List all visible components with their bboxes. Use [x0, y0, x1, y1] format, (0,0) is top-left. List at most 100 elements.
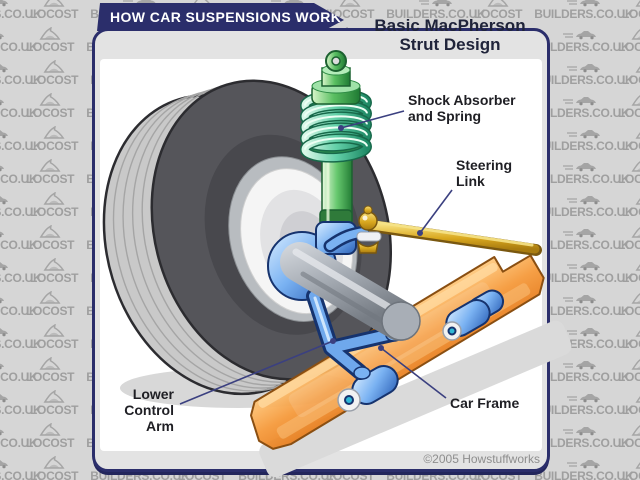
watermark-tile: LOCOST BUILDERS.CO.UK [622, 126, 640, 152]
watermark-text: BUILDERS.CO.UK [0, 370, 38, 384]
watermark-text: LOCOST [622, 271, 640, 285]
watermark-tile: LOCOST BUILDERS.CO.UK [0, 390, 42, 416]
watermark-text: LOCOST [178, 469, 227, 480]
locost-car-logo-icon [566, 328, 600, 337]
watermark-builders: BUILDERS.CO.UK [0, 0, 42, 20]
watermark-locost: LOCOST [622, 126, 640, 152]
watermark-locost: LOCOST [618, 27, 640, 53]
locost-car-logo-icon [562, 295, 596, 304]
locost-arch-logo-icon [631, 29, 640, 40]
watermark-text: BUILDERS.CO.UK [530, 40, 630, 54]
watermark-builders: BUILDERS.CO.UK [530, 94, 630, 119]
watermark-builders: BUILDERS.CO.UK [0, 193, 42, 219]
watermark-text: LOCOST [618, 436, 640, 450]
watermark-text: LOCOST [30, 73, 79, 87]
watermark-tile: LOCOST BUILDERS.CO.UK [474, 0, 634, 20]
watermark-builders: BUILDERS.CO.UK [530, 160, 630, 186]
watermark-builders: BUILDERS.CO.UK [534, 457, 634, 480]
watermark-locost: LOCOST [622, 60, 640, 86]
watermark-builders: BUILDERS.CO.UK [530, 28, 630, 54]
locost-arch-logo-icon [635, 198, 640, 205]
watermark-text: LOCOST [26, 304, 75, 318]
watermark-text: LOCOST [30, 205, 79, 219]
watermark-locost: LOCOST [26, 225, 75, 252]
locost-car-logo-icon [0, 0, 8, 7]
watermark-text: LOCOST [618, 172, 640, 186]
watermark-text: LOCOST [26, 238, 75, 252]
watermark-tile: LOCOST BUILDERS.CO.UK [618, 357, 640, 383]
watermark-text: BUILDERS.CO.UK [0, 106, 38, 120]
label-steering-line1: Steering [456, 157, 513, 173]
watermark-locost: LOCOST [26, 291, 75, 318]
watermark-builders: BUILDERS.CO.UK [534, 127, 634, 153]
watermark-locost: LOCOST [622, 258, 640, 284]
watermark-text: BUILDERS.CO.UK [90, 469, 190, 480]
series-banner: HOW CAR SUSPENSIONS WORK [97, 3, 344, 31]
watermark-text: LOCOST [618, 106, 640, 120]
watermark-locost: LOCOST [622, 324, 640, 350]
watermark-builders: BUILDERS.CO.UK [0, 391, 42, 416]
locost-car-logo-icon [0, 394, 8, 403]
locost-car-logo-icon [562, 427, 596, 436]
watermark-locost: LOCOST [26, 27, 75, 53]
watermark-locost: LOCOST [26, 93, 75, 119]
watermark-text: BUILDERS.CO.UK [0, 205, 42, 219]
locost-car-logo-icon [0, 196, 8, 205]
label-shock-absorber: Shock Absorber and Spring [408, 92, 516, 124]
watermark-locost: LOCOST [618, 423, 640, 449]
locost-arch-logo-icon [631, 227, 640, 238]
watermark-text: BUILDERS.CO.UK [0, 304, 38, 318]
watermark-text: BUILDERS.CO.UK [530, 172, 630, 186]
watermark-text: BUILDERS.CO.UK [530, 238, 630, 252]
watermark-text: LOCOST [622, 403, 640, 417]
locost-car-logo-icon [566, 394, 600, 403]
watermark-locost: LOCOST [618, 93, 640, 119]
locost-arch-logo-icon [43, 192, 65, 205]
watermark-locost: LOCOST [26, 423, 75, 449]
watermark-locost: LOCOST [474, 0, 523, 20]
watermark-text: LOCOST [622, 337, 640, 351]
watermark-locost: LOCOST [618, 291, 640, 317]
watermark-builders: BUILDERS.CO.UK [0, 292, 38, 318]
watermark-text: LOCOST [622, 139, 640, 153]
watermark-tile: LOCOST BUILDERS.CO.UK [0, 324, 42, 350]
watermark-locost: LOCOST [30, 258, 79, 284]
watermark-builders: BUILDERS.CO.UK [0, 424, 38, 449]
locost-car-logo-icon [0, 99, 4, 106]
locost-arch-logo-icon [631, 293, 640, 304]
watermark-builders: BUILDERS.CO.UK [0, 160, 38, 185]
watermark-tile: LOCOST BUILDERS.CO.UK [0, 27, 38, 53]
watermark-text: LOCOST [622, 205, 640, 219]
watermark-locost: LOCOST [622, 0, 640, 20]
locost-car-logo-icon [0, 429, 4, 436]
watermark-tile: LOCOST BUILDERS.CO.UK [0, 126, 42, 152]
watermark-text: BUILDERS.CO.UK [534, 7, 634, 21]
locost-arch-logo-icon [39, 93, 61, 106]
locost-car-logo-icon [0, 297, 4, 304]
label-lower-line1: Lower [132, 386, 174, 402]
locost-car-logo-icon [0, 165, 4, 172]
watermark-tile: LOCOST BUILDERS.CO.UK [0, 225, 38, 251]
watermark-text: LOCOST [618, 370, 640, 384]
label-steering-line2: Link [456, 173, 485, 189]
watermark-locost: LOCOST [26, 357, 75, 383]
locost-car-logo-icon [0, 262, 8, 271]
locost-car-logo-icon [566, 196, 600, 205]
watermark-text: LOCOST [26, 172, 75, 186]
watermark-builders: BUILDERS.CO.UK [386, 0, 486, 20]
locost-arch-logo-icon [635, 462, 640, 469]
watermark-builders: BUILDERS.CO.UK [530, 226, 630, 252]
watermark-text: BUILDERS.CO.UK [0, 238, 38, 252]
watermark-text: LOCOST [618, 238, 640, 252]
watermark-text: LOCOST [30, 403, 79, 417]
locost-car-logo-icon [562, 97, 596, 106]
locost-car-logo-icon [0, 64, 8, 73]
watermark-text: BUILDERS.CO.UK [534, 139, 634, 153]
locost-car-logo-icon [566, 460, 600, 469]
locost-arch-logo-icon [43, 60, 65, 73]
label-lower-line2: Control [124, 402, 174, 418]
watermark-tile: LOCOST BUILDERS.CO.UK [0, 456, 42, 480]
watermark-tile: LOCOST BUILDERS.CO.UK [618, 93, 640, 119]
locost-arch-logo-icon [339, 0, 361, 7]
